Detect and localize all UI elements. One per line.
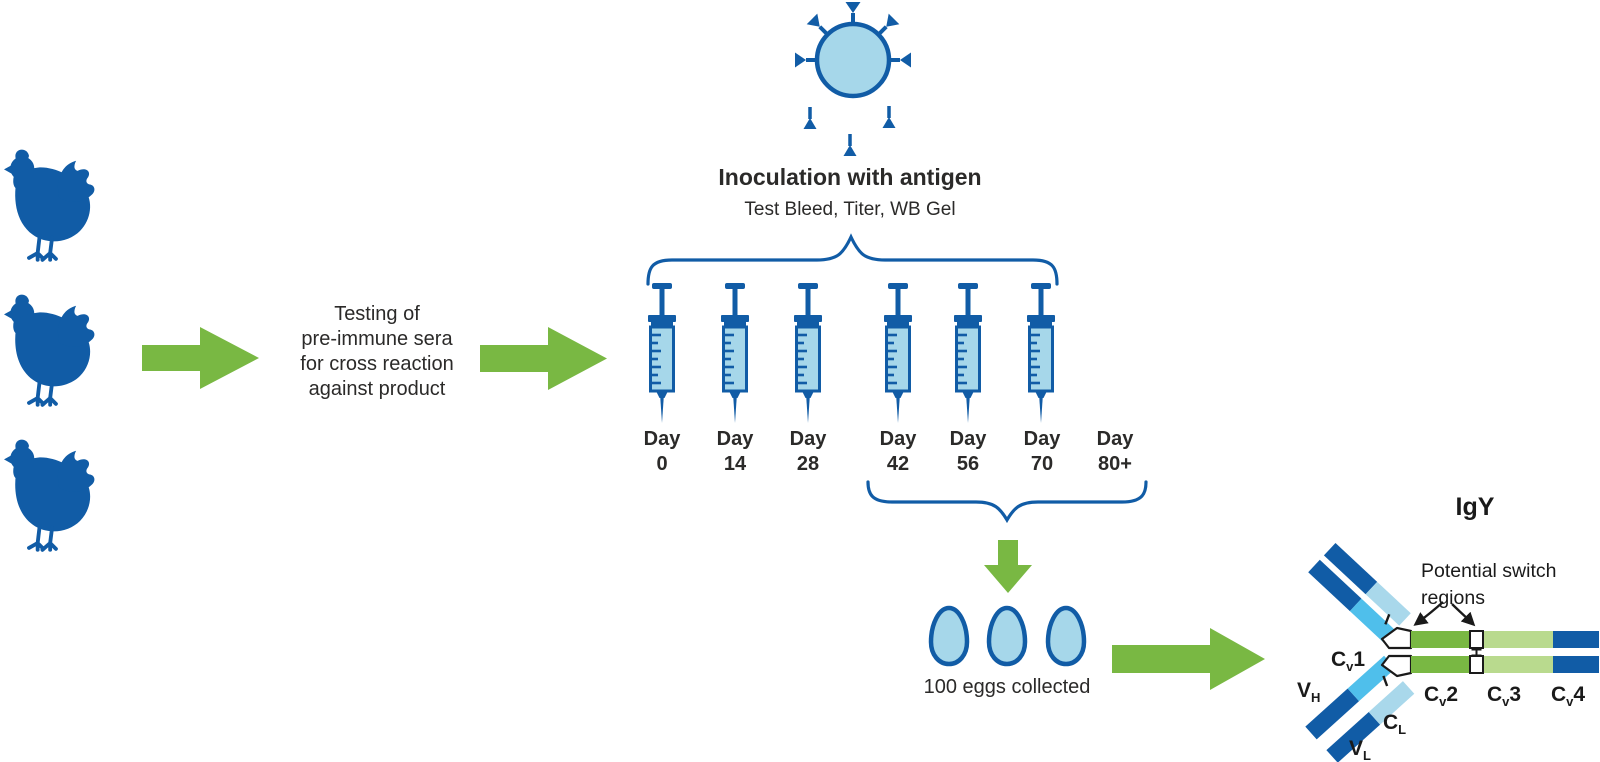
switch-regions-annotation: Potential switch regions xyxy=(1421,560,1557,609)
egg-icon xyxy=(931,608,967,664)
chicken-icon xyxy=(4,436,104,554)
inoculation-subtitle: Test Bleed, Titer, WB Gel xyxy=(744,199,956,220)
heavy-chain-bottom xyxy=(1411,656,1599,673)
label-cv3: Cv3 xyxy=(1487,683,1522,709)
egg-icon xyxy=(1048,608,1084,664)
arrow-down-icon xyxy=(984,540,1032,593)
annotation-arrow-right xyxy=(1451,603,1476,627)
arrow-right-icon xyxy=(480,327,607,390)
disulfide-connector xyxy=(1471,648,1482,657)
igy-title: IgY xyxy=(1455,493,1495,521)
syringe-icon xyxy=(719,283,751,425)
eggs-group xyxy=(925,604,1095,670)
switch-region-gap xyxy=(1469,630,1484,649)
arrow-right-icon xyxy=(142,327,259,389)
egg-icon xyxy=(989,608,1025,664)
brace-top xyxy=(646,233,1059,286)
inoculation-title: Inoculation with antigen xyxy=(718,164,982,190)
syringe-row xyxy=(646,283,1057,425)
syringe-icon xyxy=(646,283,678,425)
heavy-chain-top xyxy=(1411,631,1599,648)
label-vh: VH xyxy=(1297,679,1321,705)
chicken-icon xyxy=(4,291,104,409)
syringe-icon xyxy=(792,283,824,425)
syringe-icon xyxy=(1025,283,1057,425)
label-cv4: Cv4 xyxy=(1551,683,1586,709)
label-cv2: Cv2 xyxy=(1424,683,1459,709)
pretest-text: Testing of pre-immune sera for cross rea… xyxy=(300,303,454,400)
chicken-icon xyxy=(4,146,104,264)
switch-region-gap xyxy=(1469,655,1484,674)
eggs-caption: 100 eggs collected xyxy=(923,676,1091,698)
virus-antigen-icon xyxy=(795,2,911,156)
annotation-arrow-left xyxy=(1413,601,1444,626)
label-vl: VL xyxy=(1349,737,1371,762)
antibody-upper-arm xyxy=(1308,542,1411,645)
syringe-icon xyxy=(882,283,914,425)
arrow-right-icon xyxy=(1112,628,1265,690)
syringe-icon xyxy=(952,283,984,425)
brace-bottom xyxy=(866,480,1148,524)
label-cl: CL xyxy=(1383,711,1407,737)
label-cv1: Cv1 xyxy=(1331,648,1366,674)
igy-antibody-diagram xyxy=(1305,542,1599,762)
